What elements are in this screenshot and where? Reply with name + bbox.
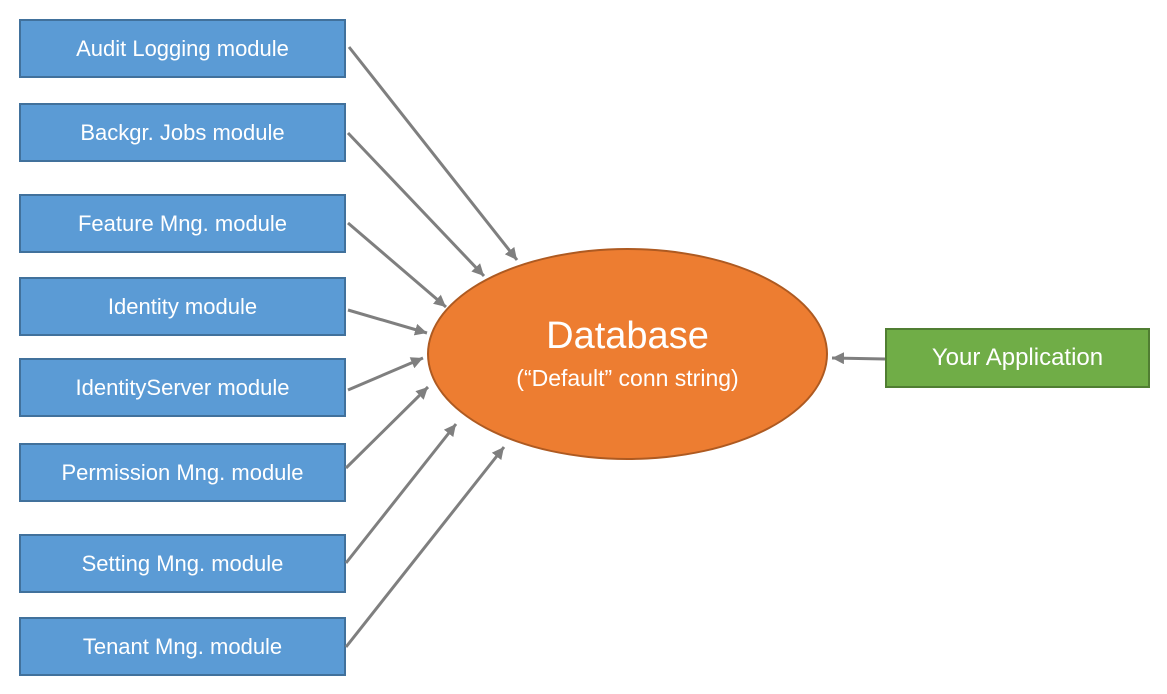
module-label: Tenant Mng. module xyxy=(82,633,283,659)
module-box-tenant-mng: Tenant Mng. module xyxy=(19,617,346,676)
module-label: Backgr. Jobs module xyxy=(80,119,285,145)
module-label: Permission Mng. module xyxy=(61,459,304,485)
module-label: Setting Mng. module xyxy=(81,550,284,576)
module-label: Identity module xyxy=(107,293,258,319)
module-box-setting-mng: Setting Mng. module xyxy=(19,534,346,593)
module-box-identityserver: IdentityServer module xyxy=(19,358,346,417)
module-box-identity: Identity module xyxy=(19,277,346,336)
module-label: Audit Logging module xyxy=(76,35,289,61)
arrow-permission-mng-to-database xyxy=(344,385,430,470)
arrow-identity-to-database xyxy=(347,308,428,336)
module-box-feature-mng: Feature Mng. module xyxy=(19,194,346,253)
module-box-background-jobs: Backgr. Jobs module xyxy=(19,103,346,162)
module-label: Feature Mng. module xyxy=(77,210,288,236)
module-label: IdentityServer module xyxy=(75,374,290,400)
arrow-identityserver-to-database xyxy=(347,356,424,392)
module-box-audit-logging: Audit Logging module xyxy=(19,19,346,78)
application-box: Your Application xyxy=(885,328,1150,388)
database-ellipse: Database (“Default” conn string) xyxy=(427,248,828,460)
arrow-feature-mng-to-database xyxy=(347,221,447,309)
database-title: Database xyxy=(546,315,709,358)
arrow-tenant-mng-to-database xyxy=(344,446,506,648)
module-box-permission-mng: Permission Mng. module xyxy=(19,443,346,502)
arrow-setting-mng-to-database xyxy=(344,423,458,564)
arrow-audit-logging-to-database xyxy=(347,46,519,261)
application-label: Your Application xyxy=(931,344,1104,371)
arrow-background-jobs-to-database xyxy=(346,131,486,278)
database-subtitle: (“Default” conn string) xyxy=(516,365,739,392)
arrow-application-to-database xyxy=(831,352,886,365)
